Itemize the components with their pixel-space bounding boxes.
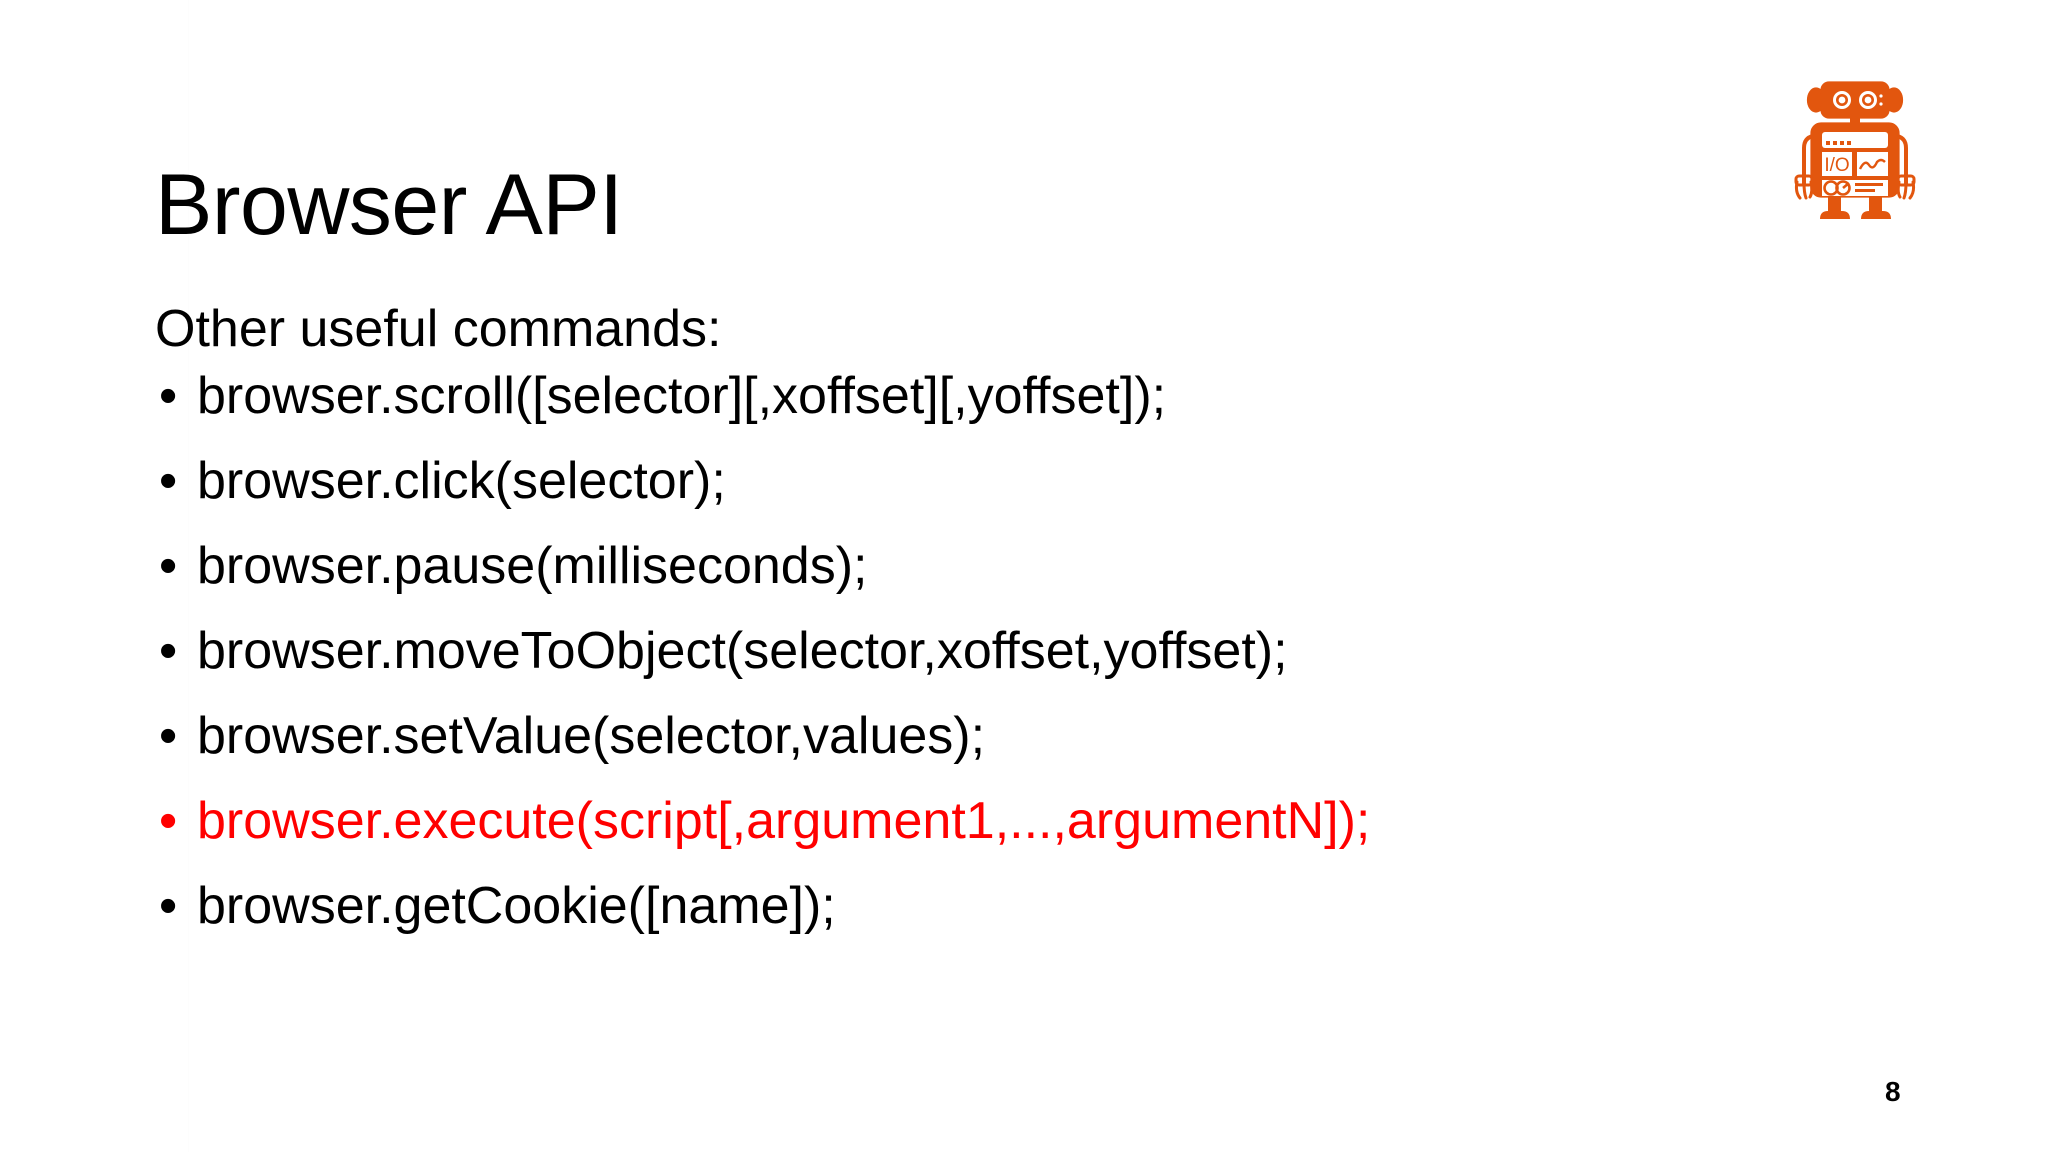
svg-text:I/O: I/O [1824, 155, 1849, 176]
list-item: • browser.click(selector); [155, 455, 1795, 507]
list-item: • browser.setValue(selector,values); [155, 710, 1795, 762]
command-text: browser.getCookie([name]); [197, 877, 836, 936]
command-text: browser.setValue(selector,values); [197, 707, 986, 766]
bullet-icon: • [159, 452, 178, 511]
command-text: browser.scroll([selector][,xoffset][,yof… [197, 367, 1167, 426]
bullet-icon: • [159, 622, 178, 681]
list-item: • browser.scroll([selector][,xoffset][,y… [155, 370, 1795, 422]
bullet-icon: • [159, 792, 178, 851]
list-item-highlighted: • browser.execute(script[,argument1,...,… [155, 795, 1795, 847]
command-list: • browser.scroll([selector][,xoffset][,y… [155, 370, 1795, 932]
list-item: • browser.pause(milliseconds); [155, 540, 1795, 592]
list-item: • browser.getCookie([name]); [155, 880, 1795, 932]
command-text: browser.click(selector); [197, 452, 726, 511]
bullet-icon: • [159, 877, 178, 936]
command-text: browser.moveToObject(selector,xoffset,yo… [197, 622, 1288, 681]
body-content: Other useful commands: • browser.scroll(… [155, 300, 1795, 965]
list-item: • browser.moveToObject(selector,xoffset,… [155, 625, 1795, 677]
command-text: browser.execute(script[,argument1,...,ar… [197, 792, 1371, 851]
command-text: browser.pause(milliseconds); [197, 537, 868, 596]
lead-line: Other useful commands: [155, 300, 722, 358]
page-title: Browser API [155, 156, 623, 253]
bullet-icon: • [159, 537, 178, 596]
robot-icon: I/O [1780, 70, 1930, 220]
page-number: 8 [1885, 1076, 1901, 1107]
bullet-icon: • [159, 707, 178, 766]
bullet-icon: • [159, 367, 178, 426]
